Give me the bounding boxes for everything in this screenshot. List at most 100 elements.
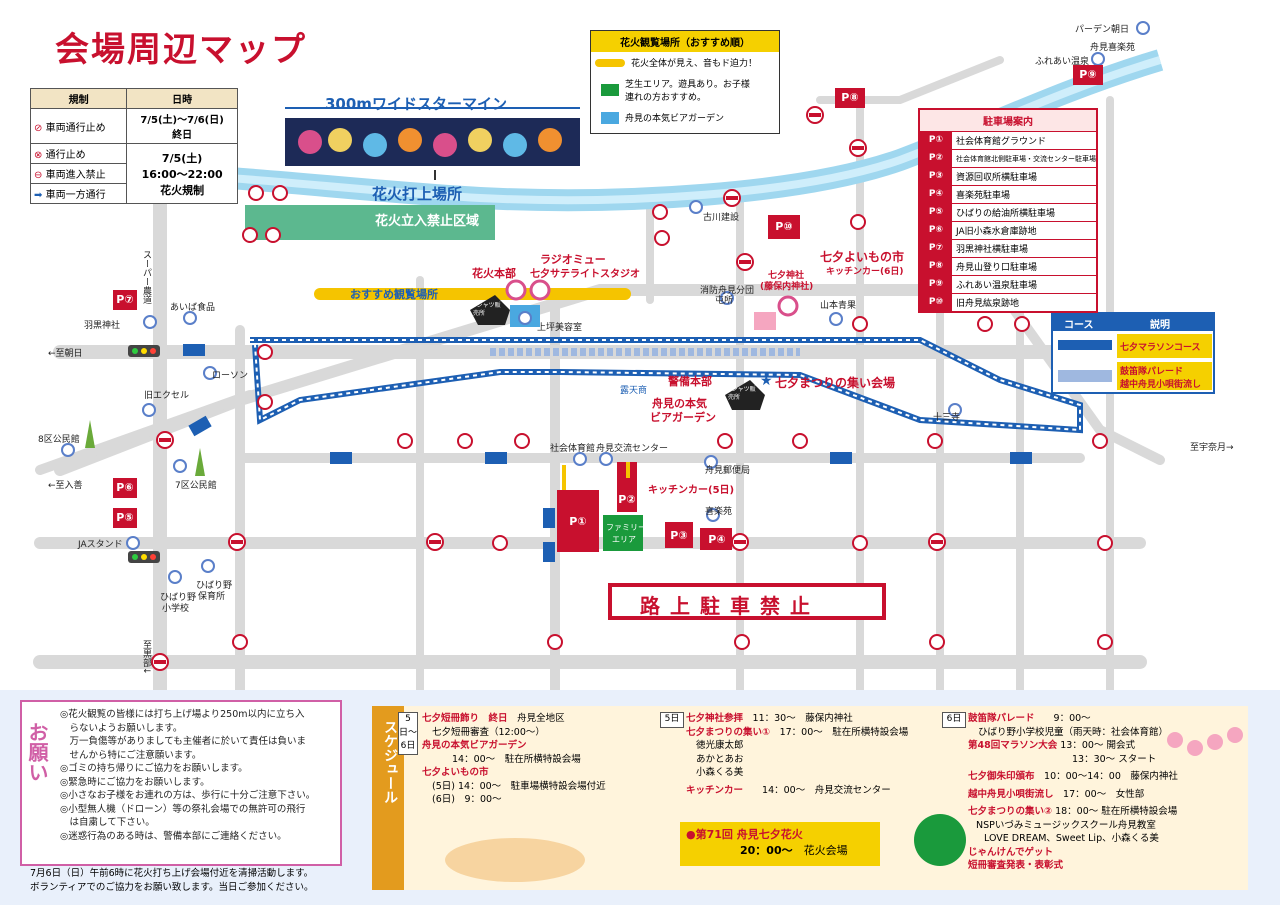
place-post: 舟見郵便局 — [705, 466, 751, 476]
viewing-item: 舟見の本気ビアガーデン — [625, 114, 725, 124]
place-lawson: ローソン — [212, 371, 249, 381]
notice-footer2: ボランティアでのご協力をお願い致します。当日ご参加ください。 — [30, 882, 314, 893]
place-hibari-school1: ひばり野 — [160, 593, 197, 603]
sched-title: 七夕御朱印頒布 — [968, 771, 1035, 782]
place-yamamoto: 山本青果 — [820, 301, 857, 311]
course-legend-col1: コース — [1064, 320, 1094, 331]
sched-time: 17：00～ — [779, 726, 823, 738]
parking-badge-p5: P⑤ — [113, 508, 137, 528]
sched-place: 駐車場横特設会場付近 — [510, 780, 606, 792]
place-hibari-school2: 小学校 — [162, 604, 190, 614]
parking-badge-p2: P② — [618, 493, 636, 506]
sched-time: 17：00～ — [1063, 788, 1107, 800]
sched-time: NSPいづみミュージックスクール舟見教室 — [976, 819, 1156, 831]
schedule-col1-day: 5日〜6日 — [398, 712, 418, 755]
legend-time2b: 16:00～22:00 — [141, 167, 223, 181]
notice-line: らないようお願いします。 — [60, 722, 183, 734]
notice-line: ◎花火観覧の皆様には打ち上げ場より250m以内に立ち入 — [60, 709, 305, 720]
sched-title: 舟見の本気ビアガーデン — [422, 740, 527, 751]
place-ja: JAスタンド — [78, 540, 123, 550]
place-fire: 消防舟見分団 — [700, 286, 755, 296]
sched-time: 七夕短冊審査（12:00～） — [432, 726, 545, 738]
shrine2-label: (藤保内神社) — [760, 282, 814, 292]
course-legend-row2a: 鼓笛隊パレード — [1120, 367, 1184, 377]
place-kominkan8: 8区公民館 — [38, 435, 80, 445]
notice-line: せんから特にご注意願います。 — [60, 749, 202, 761]
sched-time: 18：00～ — [1055, 806, 1099, 817]
place-furukawa: 古川建設 — [703, 213, 740, 223]
place-center: 舟見交流センター — [596, 444, 669, 454]
parking-guide-header: 駐車場案内 — [920, 110, 1096, 132]
sched-place: 駐在所横特設会場 — [1101, 806, 1178, 817]
viewing-item: 花火全体が見え、音もド迫力！ — [631, 59, 758, 69]
beer2-label: ビアガーデン — [650, 411, 716, 424]
parking-badge-p9: P⑨ — [1073, 65, 1103, 85]
no-parking-label: 路上駐車禁止 — [640, 594, 820, 618]
svg-text:★: ★ — [760, 373, 773, 389]
gathering-label: 七夕まつりの集い会場 — [775, 376, 896, 390]
notice-footer1: 7月6日（日）午前6時に花火打ち上げ会場付近を清掃活動します。 — [30, 868, 314, 879]
no-traffic-icon: ⊘ — [34, 122, 43, 134]
course-legend-row1: 七夕マラソンコース — [1120, 343, 1201, 353]
sched-time: (5日) 14：00～ — [432, 780, 502, 792]
legend-time1b: 終日 — [172, 130, 193, 141]
place-gym: 社会体育館 — [550, 444, 596, 454]
schedule-col1: 5日〜6日 七夕短冊飾り 終日 舟見全地区 七夕短冊審査（12:00～） 舟見の… — [398, 712, 643, 807]
sched-place: 舟見交流センター — [814, 784, 891, 796]
to-unazuki-label: 至宇奈月→ — [1190, 443, 1234, 453]
sched-place: スタート — [1118, 753, 1157, 765]
beer1-label: 舟見の本気 — [652, 397, 707, 410]
sched-title: 七夕神社参拝 — [686, 713, 744, 724]
radio2-label: 七夕サテライトスタジオ — [530, 269, 640, 280]
supermarket-label: スーパー農道 — [141, 250, 151, 304]
sched-time: 短冊審査発表・表彰式 — [968, 860, 1064, 871]
road-closed-icon: ⊗ — [34, 150, 43, 161]
fireworks-time: 20：00～ — [740, 844, 793, 857]
place-fire2: 屯所 — [715, 296, 734, 306]
family-label2: エリア — [612, 535, 636, 544]
notice-line: ◎ゴミの持ち帰りにご協力をお願いします。 — [60, 763, 248, 774]
parking-badge-p6: P⑥ — [113, 478, 137, 498]
to-iriyoshi-label: ←至入善 — [48, 481, 83, 491]
no-entry-zone-label: 花火立入禁止区域 — [375, 214, 480, 229]
launch-site-label: 花火打上場所 — [372, 185, 463, 203]
no-entry-icon: ⊖ — [34, 170, 43, 181]
no-traffic-signs — [232, 204, 1113, 650]
sched-title: 第48回マラソン大会 — [968, 740, 1058, 751]
sched-time: 終日 — [488, 713, 508, 724]
legend-time2: 7/5(土) — [161, 151, 203, 165]
shrine-label: 七夕神社 — [768, 271, 805, 281]
place-kirakuen: 喜楽苑 — [705, 507, 733, 517]
sched-time: あかとあお — [696, 753, 744, 765]
sched-place: 駐在所横特設会場 — [504, 753, 581, 765]
legend-header-time: 日時 — [126, 88, 238, 109]
to-asahi-label: ←至朝日 — [48, 349, 83, 359]
place-uehira: 上坪美容室 — [537, 323, 583, 333]
viewing-legend: 花火観覧場所（おすすめ順） 花火全体が見え、音もド迫力！ 芝生エリア。遊具あり。… — [590, 30, 780, 134]
parking-badge-p10: P⑩ — [775, 220, 793, 233]
tshirt-label: Tシャツ販売所 — [473, 302, 501, 317]
notice-line: ◎小型無人機（ドローン）等の祭礼会場での無許可の飛行 — [60, 803, 306, 815]
place-hibari-nursery2: 保育所 — [198, 592, 226, 602]
sched-time: ひばり野小学校児童 — [978, 726, 1064, 738]
fireworks-title: ●第71回 舟見七夕花火 — [686, 828, 803, 841]
tanabata-market-label: 七夕よいもの市 — [820, 250, 905, 264]
kitchen6-label: キッチンカー(6日) — [826, 267, 904, 277]
location-pins — [61, 21, 1150, 584]
sched-time: 徳光康太郎 — [696, 740, 744, 751]
sched-place: 舟見全地区 — [517, 713, 565, 724]
green-swatch-icon — [601, 84, 619, 96]
road-closed-signs — [242, 185, 288, 243]
sched-time: 小森くる美 — [696, 767, 744, 778]
course-legend-row2b: 越中舟見小唄街流し — [1120, 380, 1202, 390]
notice-line: ◎小さなお子様をお連れの方は、歩行に十分ご注意下さい。 — [60, 790, 316, 801]
launch-zone — [245, 205, 495, 240]
sched-time: 10：00～14：00 — [1044, 771, 1121, 782]
parking-badge-p3: P③ — [670, 529, 688, 542]
schedule-col3-day: 6日 — [942, 712, 966, 728]
